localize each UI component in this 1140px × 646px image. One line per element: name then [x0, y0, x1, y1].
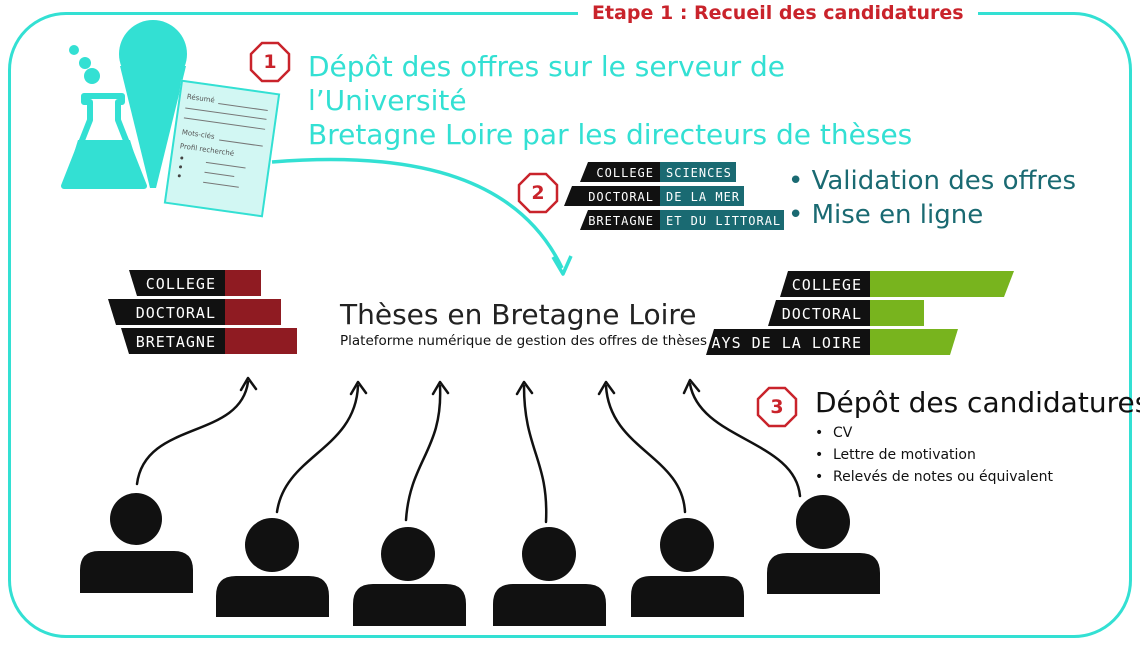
smer-right-3: ET DU LITTORAL [666, 214, 781, 228]
pdl-line-1: COLLEGE [792, 276, 862, 294]
pdl-line-3: PAYS DE LA LOIRE [702, 334, 863, 352]
step-2-number: 2 [531, 182, 545, 204]
offer-flow-arrow [271, 157, 564, 269]
smer-left-1: COLLEGE [596, 166, 654, 180]
applicant-person-icon [493, 527, 606, 626]
smer-left-2: DOCTORAL [588, 190, 654, 204]
platform-subtitle: Plateforme numérique de gestion des offr… [340, 333, 707, 349]
step-3-badge: 3 [756, 386, 798, 428]
step-title: Etape 1 : Recueil des candidatures [578, 0, 978, 26]
step-1-number: 1 [263, 51, 277, 73]
octagon-icon [756, 386, 798, 428]
step-1-badge: 1 [249, 41, 291, 83]
logo-college-doctoral-pdl: COLLEGE DOCTORAL PAYS DE LA LOIRE [702, 271, 1014, 355]
applicant-arrow-5 [604, 384, 687, 514]
applicant-arrow-head-4 [515, 380, 534, 396]
applicant-arrow-head-3 [431, 380, 450, 396]
applicant-arrow-head-6 [682, 378, 701, 395]
smer-right-1: SCIENCES [666, 166, 732, 180]
laboratory-icon [61, 20, 187, 189]
applicant-person-icon [216, 518, 329, 617]
applicant-person-icon [80, 493, 193, 593]
applicant-arrow-head-2 [349, 380, 368, 396]
step-3-title: Dépôt des candidatures [815, 386, 1140, 419]
applicant-person-icon [631, 518, 744, 617]
step-2-item-publication: • Mise en ligne [788, 200, 984, 230]
application-documents-list: CV Lettre de motivation Relevés de notes… [815, 422, 1053, 488]
document-transcripts: Relevés de notes ou équivalent [815, 466, 1053, 488]
step-2-item-validation: • Validation des offres [788, 166, 1077, 196]
step-frame [8, 12, 1132, 638]
applicant-arrow-1 [135, 380, 250, 486]
octagon-icon [249, 41, 291, 83]
step-1-line-2: Bretagne Loire par les directeurs de thè… [308, 118, 913, 151]
bretagne-line-3: BRETAGNE [136, 333, 216, 351]
pdl-line-2: DOCTORAL [782, 305, 862, 323]
platform-title: Thèses en Bretagne Loire [340, 298, 697, 331]
applicant-arrow-head-1 [239, 376, 258, 392]
step-1-line-1: Dépôt des offres sur le serveur de l’Uni… [308, 50, 786, 117]
bretagne-line-1: COLLEGE [146, 275, 216, 293]
bretagne-line-2: DOCTORAL [136, 304, 216, 322]
octagon-icon [517, 172, 559, 214]
applicant-arrow-6 [688, 382, 802, 498]
smer-left-3: BRETAGNE [588, 214, 654, 228]
applicant-person-icon [767, 495, 880, 594]
step-1-description: Dépôt des offres sur le serveur de l’Uni… [308, 50, 948, 152]
applicant-person-icon [353, 527, 466, 626]
smer-right-2: DE LA MER [666, 190, 740, 204]
step-2-list: • Validation des offres • Mise en ligne [788, 164, 1076, 232]
document-cover-letter: Lettre de motivation [815, 444, 1053, 466]
applicant-arrow-head-5 [597, 380, 616, 396]
applicant-arrow-4 [522, 384, 548, 524]
document-cv: CV [815, 422, 1053, 444]
applicant-arrow-3 [404, 384, 442, 522]
offer-flow-arrowhead [551, 255, 573, 276]
logo-college-doctoral-smer: COLLEGE DOCTORAL BRETAGNE SCIENCES DE LA… [564, 162, 784, 230]
applicant-arrow-2 [275, 384, 360, 514]
step-2-badge: 2 [517, 172, 559, 214]
step-3-number: 3 [770, 396, 784, 418]
logo-college-doctoral-bretagne: COLLEGE DOCTORAL BRETAGNE [108, 270, 297, 354]
